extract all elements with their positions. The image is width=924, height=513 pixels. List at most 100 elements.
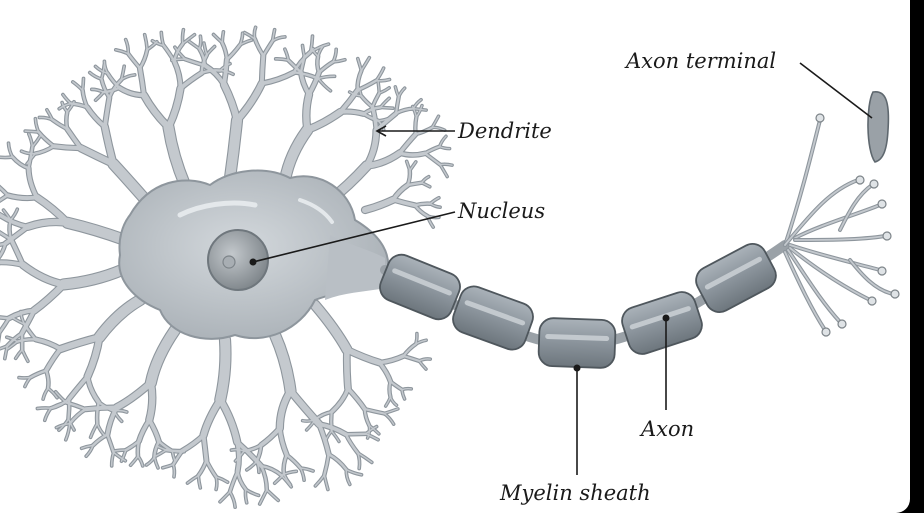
dendrite-branch	[106, 433, 115, 454]
dendrite-branch	[105, 405, 119, 437]
dendrite-branch	[182, 33, 196, 45]
dendrite-branch	[356, 79, 378, 92]
dendrite-branch	[356, 69, 363, 92]
axon-terminal-branch	[849, 259, 894, 295]
dendrite-branch	[344, 346, 351, 392]
myelin-segment	[621, 291, 703, 355]
dendrite-branch	[362, 112, 380, 123]
dendrite-branch	[344, 433, 359, 455]
myelin-segment-body	[695, 243, 777, 313]
dendrite-branch	[42, 387, 49, 400]
dendrite-branch	[371, 92, 381, 109]
dendrite-branch	[421, 175, 430, 184]
dendrite-branch	[304, 108, 344, 133]
axon-label: Axon	[639, 417, 694, 441]
dendrite-branch	[362, 196, 397, 213]
dendrite-branch	[6, 332, 24, 347]
dendrite-branch	[344, 432, 367, 436]
dendrite-branch	[0, 242, 7, 246]
dendrite-branch	[356, 85, 362, 97]
dendrite-branch	[67, 418, 75, 431]
dendrite-branch	[94, 295, 145, 343]
dendrite-branch	[0, 156, 14, 159]
dendrite-branch	[26, 166, 39, 200]
dendrite-branch	[20, 150, 36, 155]
dendrite-branch	[3, 224, 30, 246]
dendrite-branch	[117, 85, 146, 98]
dendrite-branch	[273, 473, 285, 484]
dendrite-branch	[91, 88, 105, 93]
dendrite-branch	[0, 194, 9, 202]
dendrite-branch	[33, 337, 63, 351]
dendrite-branch	[431, 115, 440, 129]
dendrite-branch	[102, 95, 112, 129]
myelin-sheath-leader-dot	[573, 364, 581, 372]
dendrite-branch	[31, 133, 42, 148]
dendrite-branch	[439, 163, 448, 178]
dendrite-branch	[197, 474, 202, 489]
dendrite-branch	[7, 340, 19, 350]
dendrite-branch	[383, 408, 399, 415]
dendrite-branch	[344, 346, 383, 366]
dendrite-branch	[6, 336, 19, 343]
dendrite-branch	[37, 130, 55, 148]
axon-terminal-bulb	[877, 199, 887, 209]
axon-terminal-branch	[784, 119, 821, 246]
dendrite-branch	[317, 60, 335, 74]
dendrite-branch	[140, 92, 172, 131]
dendrite-branch	[234, 450, 245, 462]
dendrite-branch	[44, 347, 63, 373]
dendrite-branch	[124, 439, 141, 452]
dendrite-branch	[9, 237, 25, 267]
dendrite-branch	[65, 126, 83, 151]
dendrite-branch	[363, 408, 386, 415]
dendrite-branch	[174, 46, 186, 60]
dendrite-branch	[292, 51, 312, 74]
dendrite-branch	[415, 339, 427, 345]
dendrite-branch	[327, 453, 348, 471]
dendrite-branch	[397, 132, 418, 155]
dendrite-branch	[360, 56, 371, 72]
myelin-segment	[379, 253, 461, 321]
dendrite-branch	[9, 208, 19, 221]
dendrite-branch	[253, 26, 257, 40]
dendrite-branch	[101, 123, 117, 168]
dendrite-branch	[8, 218, 13, 241]
myelin-segment	[452, 285, 534, 351]
dendrite-branch	[47, 387, 58, 399]
dendrite-branch	[137, 66, 146, 98]
dendrite-branch	[65, 401, 87, 411]
axon-terminal-bulb	[882, 231, 892, 241]
dendrite-branch	[317, 77, 332, 92]
dendrite-branch	[0, 317, 10, 334]
dendrite-branch	[80, 444, 94, 450]
nucleus-label: Nucleus	[457, 199, 545, 223]
axon-terminal-plate	[867, 91, 890, 163]
dendrite-branch	[197, 459, 208, 477]
dendrite-branch	[375, 67, 385, 82]
myelin-segments	[379, 243, 777, 369]
dendrite-branch	[363, 408, 371, 427]
dendrite-branch	[198, 47, 207, 67]
dendrite-branch	[242, 443, 263, 453]
dendrite-branch	[18, 376, 32, 379]
dendrite-branch	[270, 330, 296, 396]
dendrite-branch	[112, 451, 127, 462]
myelin-segment-highlight	[629, 306, 691, 330]
dendrite-branch	[106, 72, 121, 89]
dendrite-branch	[366, 424, 371, 439]
dendrite-branch	[259, 426, 282, 448]
dendrite-branch	[332, 58, 346, 63]
myelin-segment-body	[537, 317, 617, 369]
axon-terminal-branch	[838, 183, 874, 232]
dendrite-branch	[283, 473, 292, 486]
dendrite-branch	[262, 39, 274, 57]
dendrite-branch	[215, 476, 229, 483]
dendrite-branch	[172, 463, 176, 478]
dendrite-branch	[102, 86, 121, 94]
dendrite-branch	[215, 335, 231, 405]
dendrite-branch	[113, 449, 127, 452]
dendrite-branch	[55, 422, 71, 429]
dendrite-branch	[244, 488, 248, 504]
dendrite-branch	[58, 102, 72, 110]
